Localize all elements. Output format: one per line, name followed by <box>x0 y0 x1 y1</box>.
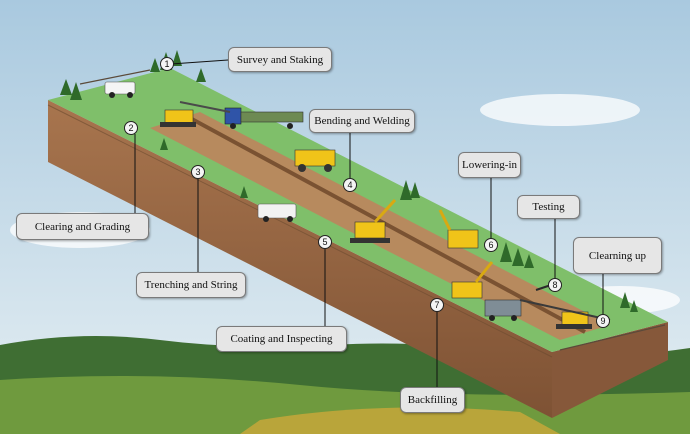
near-field <box>240 407 560 434</box>
step-5-label: Coating and Inspecting <box>216 326 347 352</box>
step-1-marker: 1 <box>160 57 174 71</box>
step-8-marker: 8 <box>548 278 562 292</box>
soil-right-face <box>552 322 668 418</box>
step-3-marker: 3 <box>191 165 205 179</box>
sideboom-welding <box>294 149 336 172</box>
trench <box>189 116 586 334</box>
leader-lines <box>134 59 604 392</box>
step-9-label: Clearning up <box>573 237 662 274</box>
step-9-marker: 9 <box>596 314 610 328</box>
dump-truck <box>484 299 522 321</box>
step-6-marker: 6 <box>484 238 498 252</box>
excavator-trench <box>350 198 397 243</box>
step-3-label: Trenching and String <box>136 272 246 298</box>
step-8-label: Testing <box>517 195 580 219</box>
step-6-label: Lowering-in <box>458 152 521 178</box>
sideboom-lowering <box>438 209 479 249</box>
bulldozer-grading <box>160 109 196 127</box>
step-4-label: Bending and Welding <box>309 109 415 133</box>
soil-front-face <box>48 100 552 418</box>
step-4-marker: 4 <box>343 178 357 192</box>
survey-truck <box>104 81 136 98</box>
step-5-marker: 5 <box>318 235 332 249</box>
step-1-label: Survey and Staking <box>228 47 332 72</box>
step-2-label: Clearing and Grading <box>16 213 149 240</box>
fence <box>559 324 666 351</box>
step-2-marker: 2 <box>124 121 138 135</box>
pickup-truck <box>257 203 297 222</box>
step-7-label: Backfilling <box>400 387 465 413</box>
excavator-backfill <box>451 261 494 299</box>
step-7-marker: 7 <box>430 298 444 312</box>
